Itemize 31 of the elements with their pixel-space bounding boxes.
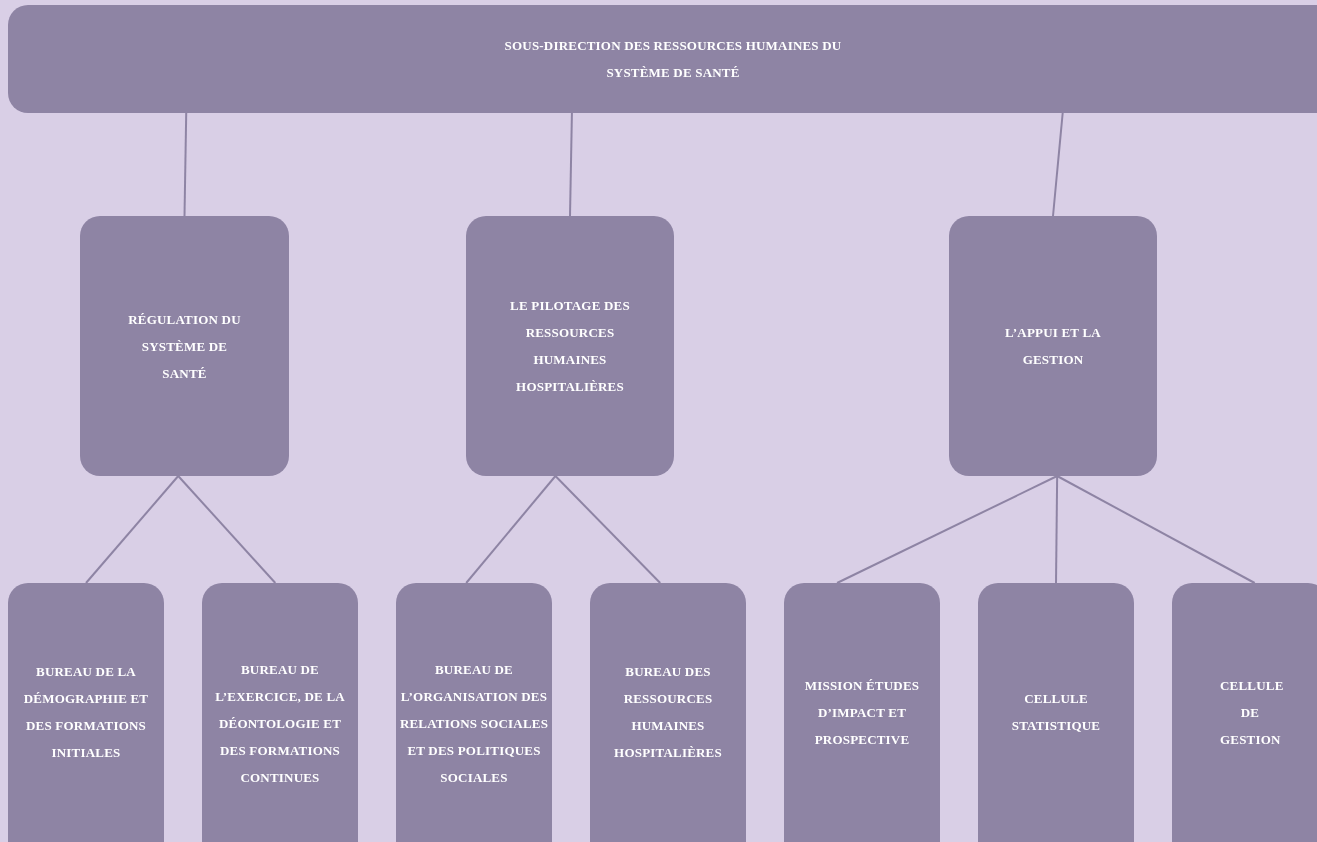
connector-line: [836, 475, 1059, 584]
unit-name: LE PILOTAGE DES RESSOURCES HUMAINES HOSPITALIÈRES: [509, 297, 631, 396]
org-unit-box: [202, 583, 358, 842]
connector-line: [554, 475, 662, 584]
unit-name: BUREAU DE LA DÉMOGRAPHIE ET DES FORMATIONS INITIALES: [23, 663, 149, 762]
header-box: [8, 5, 1317, 113]
org-unit-box: [590, 583, 746, 842]
org-unit-box: [949, 216, 1157, 476]
connector-line: [183, 112, 188, 217]
unit-name: RÉGULATION DU SYSTÈME DE SANTÉ: [127, 310, 242, 383]
unit-name: CELLULE STATISTIQUE: [1010, 690, 1102, 735]
org-unit-box: [978, 583, 1134, 842]
unit-name: BUREAU DE L’EXERCICE, DE LA DÉONTOLOGIE ET DES FORMATIONS CONTINUES: [215, 660, 345, 787]
unit-name: MISSION ÉTUDES D’IMPACT ET PROSPECTIVE: [803, 676, 921, 749]
unit-name: BUREAU DES RESSOURCES HUMAINES HOSPITALIÈRES: [613, 663, 723, 762]
connector-line: [465, 475, 557, 584]
unit-name: BUREAU DE L’ORGANISATION DES RELATIONS SOCIALES ET DES POLITIQUES SOCIALES: [399, 660, 549, 787]
org-unit-box: [396, 583, 552, 842]
unit-name: L’APPUI ET LA GESTION: [1004, 324, 1102, 369]
org-unit-box: [80, 216, 289, 476]
connector-line: [569, 112, 573, 217]
connector-line: [1055, 475, 1059, 584]
org-unit-box: [466, 216, 674, 476]
org-unit-box: [784, 583, 940, 842]
connector-line: [85, 475, 180, 584]
connector-line: [177, 475, 277, 584]
connector-line: [1052, 112, 1064, 217]
org-unit-box: [8, 583, 164, 842]
org-unit-box: [1172, 583, 1317, 842]
connector-line: [1056, 475, 1256, 584]
unit-name: SOUS-DIRECTION DES RESSOURCES HUMAINES DU SYSTÈME DE SANTÉ: [503, 37, 843, 82]
